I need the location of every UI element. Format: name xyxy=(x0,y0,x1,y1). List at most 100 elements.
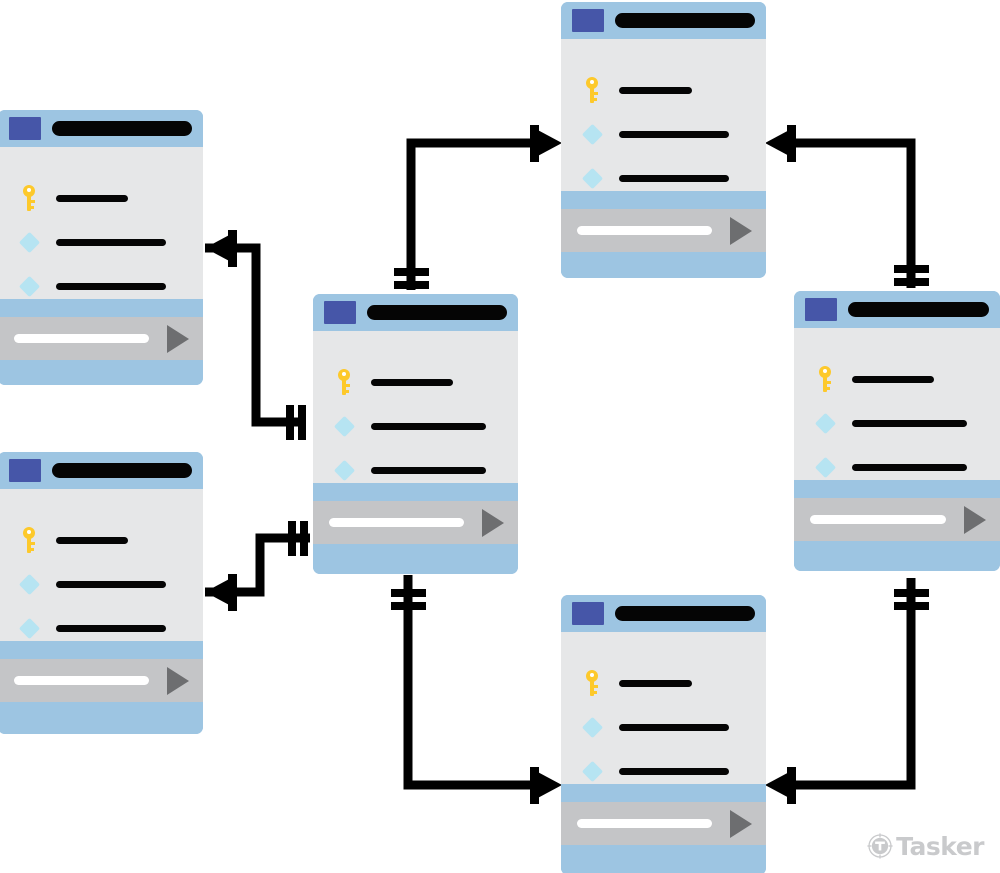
entity-footer[interactable] xyxy=(313,501,518,544)
cardinality-one-center-left-b xyxy=(288,521,308,556)
entity-field-primary-key[interactable] xyxy=(794,366,1000,392)
entity-field-attribute[interactable] xyxy=(794,454,1000,480)
entity-field-list xyxy=(794,328,1000,480)
wire-topleft-center xyxy=(205,243,300,427)
entity-field-attribute[interactable] xyxy=(561,758,766,784)
field-label-redacted xyxy=(371,422,486,430)
key-icon xyxy=(14,185,44,211)
entity-footer[interactable] xyxy=(561,802,766,845)
footer-bar-redacted xyxy=(577,819,712,828)
field-label-redacted xyxy=(619,86,692,94)
play-triangle-icon[interactable] xyxy=(964,505,986,534)
cardinality-many-topcenter-left xyxy=(530,125,562,162)
table-icon xyxy=(9,459,41,482)
table-icon xyxy=(572,602,604,625)
diamond-icon xyxy=(577,165,607,191)
entity-header xyxy=(0,452,203,489)
play-triangle-icon[interactable] xyxy=(730,809,752,838)
diamond-icon xyxy=(14,229,44,255)
play-triangle-icon[interactable] xyxy=(730,216,752,245)
entity-field-attribute[interactable] xyxy=(313,457,518,483)
entity-field-primary-key[interactable] xyxy=(0,185,203,211)
entity-field-attribute[interactable] xyxy=(561,121,766,147)
wire-bottomleft-center xyxy=(205,533,310,597)
field-label-redacted xyxy=(56,282,166,290)
cardinality-many-bottomcenter-right xyxy=(765,767,796,804)
entity-footer[interactable] xyxy=(794,498,1000,541)
entity-field-primary-key[interactable] xyxy=(561,77,766,103)
entity-bottom-band xyxy=(0,360,203,385)
key-icon xyxy=(577,670,607,696)
entity-card-right[interactable] xyxy=(794,291,1000,571)
entity-field-attribute[interactable] xyxy=(0,273,203,299)
wire-bottomcenter-right xyxy=(778,578,916,790)
entity-header xyxy=(561,595,766,632)
entity-field-attribute[interactable] xyxy=(561,714,766,740)
entity-card-top-center[interactable] xyxy=(561,2,766,278)
entity-footer[interactable] xyxy=(561,209,766,252)
field-label-redacted xyxy=(852,463,967,471)
footer-bar-redacted xyxy=(14,676,149,685)
entity-bottom-band xyxy=(561,845,766,873)
entity-field-attribute[interactable] xyxy=(561,165,766,191)
entity-card-bottom-left[interactable] xyxy=(0,452,203,734)
diamond-icon xyxy=(810,454,840,480)
field-label-redacted xyxy=(371,378,453,386)
entity-field-attribute[interactable] xyxy=(0,571,203,597)
field-label-redacted xyxy=(371,466,486,474)
diamond-icon xyxy=(14,615,44,641)
diamond-icon xyxy=(329,413,359,439)
entity-card-top-left[interactable] xyxy=(0,110,203,385)
field-label-redacted xyxy=(852,375,934,383)
entity-field-attribute[interactable] xyxy=(0,229,203,255)
field-label-redacted xyxy=(619,723,729,731)
entity-bottom-band xyxy=(794,541,1000,571)
cardinality-one-center-top xyxy=(394,268,429,289)
entity-footer[interactable] xyxy=(0,659,203,702)
entity-bottom-band xyxy=(313,544,518,574)
entity-field-attribute[interactable] xyxy=(0,615,203,641)
entity-field-attribute[interactable] xyxy=(794,410,1000,436)
field-label-redacted xyxy=(56,536,128,544)
entity-field-primary-key[interactable] xyxy=(0,527,203,553)
cardinality-one-center-bottom xyxy=(391,589,426,610)
cardinality-many-bottomleft xyxy=(205,574,237,611)
entity-card-bottom-center[interactable] xyxy=(561,595,766,873)
entity-field-attribute[interactable] xyxy=(313,413,518,439)
key-icon xyxy=(329,369,359,395)
entity-bottom-band xyxy=(561,252,766,278)
footer-bar-redacted xyxy=(14,334,149,343)
entity-field-primary-key[interactable] xyxy=(313,369,518,395)
footer-bar-redacted xyxy=(329,518,464,527)
entity-title-redacted xyxy=(615,606,755,621)
footer-bar-redacted xyxy=(577,226,712,235)
field-label-redacted xyxy=(619,767,729,775)
diamond-icon xyxy=(577,714,607,740)
cardinality-many-topcenter-right xyxy=(765,125,796,162)
play-triangle-icon[interactable] xyxy=(167,324,189,353)
entity-title-redacted xyxy=(848,302,989,317)
diamond-icon xyxy=(329,457,359,483)
table-icon xyxy=(9,117,41,140)
cardinality-many-bottomcenter-left xyxy=(530,767,562,804)
cardinality-many-topleft xyxy=(205,230,237,267)
diamond-icon xyxy=(577,121,607,147)
play-triangle-icon[interactable] xyxy=(167,666,189,695)
tasker-circle-logo-icon xyxy=(867,833,893,859)
diamond-icon xyxy=(810,410,840,436)
entity-title-redacted xyxy=(52,463,192,478)
entity-title-redacted xyxy=(615,13,755,28)
play-triangle-icon[interactable] xyxy=(482,508,504,537)
wire-topcenter-right xyxy=(778,138,916,288)
entity-field-primary-key[interactable] xyxy=(561,670,766,696)
field-label-redacted xyxy=(56,624,166,632)
entity-footer[interactable] xyxy=(0,317,203,360)
entity-field-list xyxy=(561,632,766,784)
table-icon xyxy=(805,298,837,321)
entity-field-list xyxy=(561,39,766,191)
entity-card-center[interactable] xyxy=(313,294,518,574)
field-label-redacted xyxy=(619,679,692,687)
key-icon xyxy=(14,527,44,553)
cardinality-one-right-top xyxy=(894,265,929,286)
